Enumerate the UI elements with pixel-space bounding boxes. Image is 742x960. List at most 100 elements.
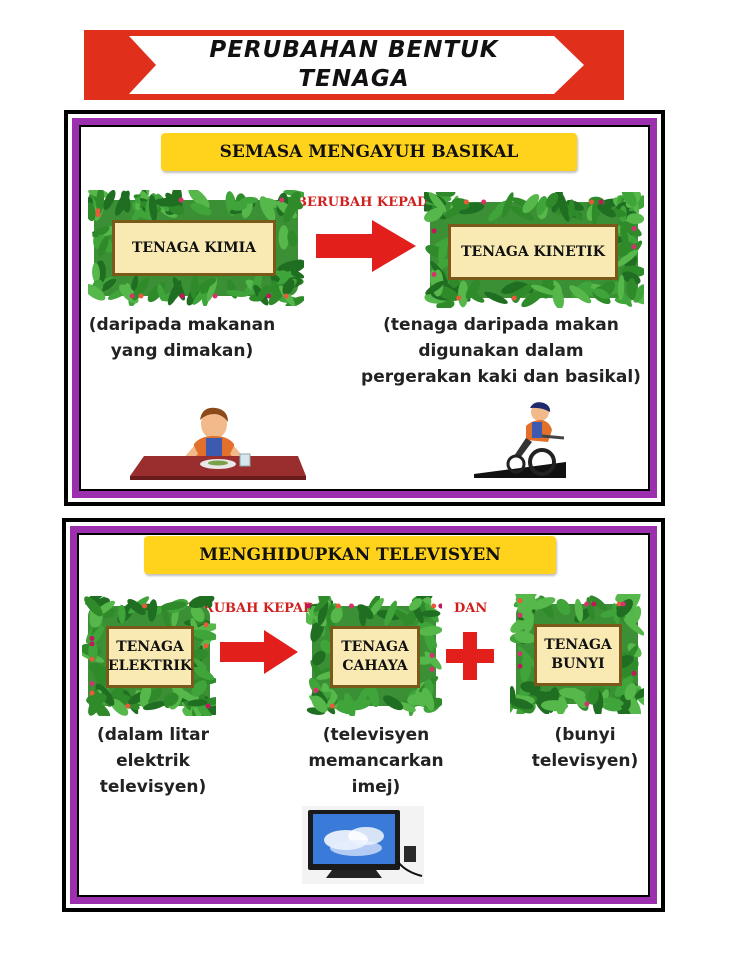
leaf-decoration	[593, 288, 610, 299]
leaf-decoration	[262, 198, 280, 208]
leaf-decoration	[616, 599, 633, 618]
flower-decoration	[203, 622, 209, 628]
leaf-decoration	[367, 684, 380, 708]
section1-connector-label: BERUBAH KEPADA	[296, 195, 439, 210]
leaf-decoration	[557, 197, 570, 222]
leaf-decoration	[523, 611, 534, 633]
page-title-line2: TENAGA	[298, 66, 410, 92]
note-kinetik-line1: (tenaga daripada makan	[383, 315, 619, 335]
box-tenaga-kinetik: TENAGA KINETIK	[448, 224, 618, 280]
leaf-decoration	[484, 291, 508, 304]
leaf-decoration	[520, 654, 532, 682]
leaf-decoration	[317, 599, 329, 626]
leaf-decoration	[521, 290, 544, 308]
box-bunyi-line2: BUNYI	[551, 656, 605, 672]
leaf-decoration	[110, 698, 129, 716]
leaf-decoration	[240, 196, 259, 204]
note-kinetik-line2: digunakan dalam	[418, 341, 584, 361]
leaf-decoration	[206, 277, 218, 302]
flower-decoration	[584, 701, 590, 707]
flower-decoration	[205, 703, 211, 709]
leaf-decoration	[139, 684, 152, 705]
leaf-decoration	[633, 284, 644, 303]
flower-decoration	[456, 295, 462, 301]
leaf-decoration	[540, 700, 569, 712]
leaf-decoration	[574, 598, 584, 622]
leaf-decoration	[591, 197, 598, 226]
leaf-decoration	[132, 277, 149, 301]
flower-decoration	[203, 643, 209, 649]
page-title: PERUBAHAN BENTUK TENAGA	[84, 30, 624, 100]
leaf-decoration	[103, 190, 116, 211]
flower-decoration	[517, 663, 523, 669]
leaf-decoration	[282, 279, 295, 295]
leaf-decoration	[602, 697, 624, 707]
flower-decoration	[589, 199, 595, 205]
note-kimia-line1: (daripada makanan	[88, 315, 276, 335]
leaf-decoration	[426, 631, 438, 649]
leaf-decoration	[627, 697, 641, 714]
leaf-decoration	[424, 651, 442, 670]
leaf-decoration	[355, 686, 371, 707]
leaf-decoration	[627, 278, 637, 301]
flower-decoration	[283, 293, 289, 299]
leaf-decoration	[98, 235, 109, 257]
leaf-decoration	[530, 284, 555, 295]
leaf-decoration	[488, 204, 506, 222]
leaf-decoration	[196, 701, 213, 716]
note-elektrik-line2: elektrik	[116, 751, 190, 771]
flower-decoration	[631, 226, 637, 232]
leaf-decoration	[421, 687, 435, 711]
leaf-decoration	[96, 190, 105, 215]
leaf-decoration	[276, 271, 292, 289]
leaf-decoration	[251, 272, 262, 298]
leaf-decoration	[634, 687, 644, 699]
leaf-decoration	[589, 595, 608, 611]
page-title-line1: PERUBAHAN BENTUK	[209, 37, 499, 63]
section2-heading: MENGHIDUPKAN TELEVISYEN	[144, 536, 556, 574]
leaf-decoration	[190, 649, 209, 660]
flower-decoration	[89, 656, 95, 662]
flower-decoration	[429, 666, 435, 672]
box-tenaga-elektrik: TENAGA ELEKTRIK	[106, 626, 194, 688]
flower-decoration	[517, 612, 523, 618]
leaf-decoration	[285, 296, 304, 306]
leaf-decoration	[626, 213, 644, 225]
leaf-decoration	[149, 194, 158, 222]
leaf-decoration	[278, 225, 289, 250]
flower-decoration	[179, 293, 185, 299]
flower-decoration	[95, 208, 101, 214]
flower-decoration	[266, 293, 272, 299]
section1-heading: SEMASA MENGAYUH BASIKAL	[161, 133, 577, 171]
leaf-decoration	[621, 271, 641, 285]
leaf-decoration	[163, 692, 179, 707]
box-cahaya-line1: TENAGA	[341, 639, 409, 655]
leaf-decoration	[330, 607, 343, 624]
leaf-decoration	[92, 262, 101, 283]
leaf-decoration	[326, 693, 338, 708]
flower-decoration	[598, 199, 604, 205]
flower-decoration	[142, 603, 148, 609]
flower-decoration	[429, 653, 435, 659]
leaf-decoration	[530, 597, 556, 610]
leaf-decoration	[418, 626, 442, 636]
flower-decoration	[631, 670, 637, 676]
leaf-decoration	[120, 190, 131, 213]
title-banner	[84, 30, 624, 100]
flower-decoration	[431, 228, 437, 234]
leaf-decoration	[556, 598, 571, 615]
leaf-decoration	[127, 599, 146, 615]
leaf-decoration	[190, 202, 212, 216]
leaf-decoration	[614, 676, 634, 698]
leaf-decoration	[552, 287, 564, 308]
leaf-decoration	[624, 683, 637, 701]
leaf-decoration	[428, 192, 447, 213]
flower-decoration	[517, 651, 523, 657]
box-tenaga-bunyi: TENAGA BUNYI	[534, 624, 622, 686]
leaf-decoration	[191, 629, 216, 641]
flower-decoration	[438, 603, 442, 609]
leaf-decoration	[457, 280, 469, 308]
leaf-decoration	[424, 633, 434, 652]
leaf-decoration	[438, 238, 448, 264]
plus-icon	[446, 632, 494, 680]
